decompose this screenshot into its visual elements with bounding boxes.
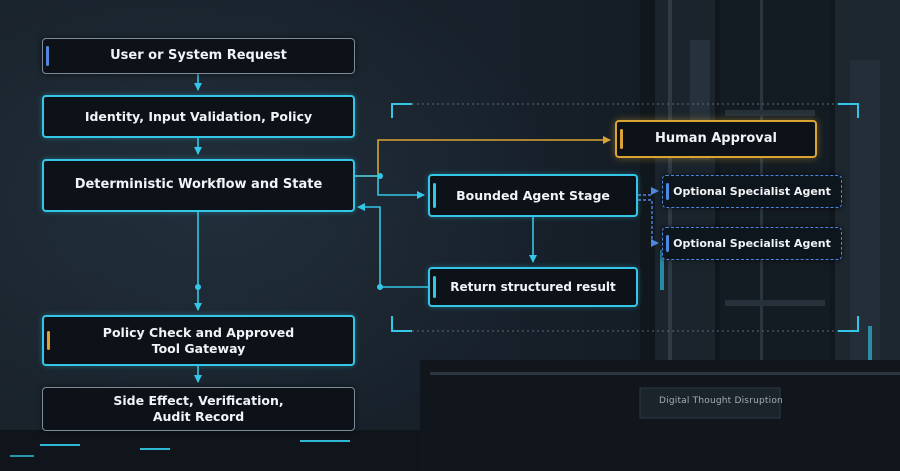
node-specialist-2-label: Optional Specialist Agent: [673, 236, 831, 250]
node-bounded-agent-stage-label: Bounded Agent Stage: [456, 187, 610, 203]
node-human-approval-label: Human Approval: [655, 130, 777, 146]
node-human-approval: Human Approval: [615, 120, 817, 158]
node-return-structured-result: Return structured result: [428, 267, 638, 307]
node-accent-tick: [666, 183, 669, 200]
node-user-request: User or System Request: [42, 38, 355, 74]
node-return-structured-result-label: Return structured result: [450, 279, 616, 294]
watermark-text: Digital Thought Disruption: [659, 396, 783, 406]
node-deterministic-workflow-label: Deterministic Workflow and State: [74, 177, 323, 193]
node-accent-tick: [46, 46, 49, 66]
node-policy-check-gateway: Policy Check and Approved Tool Gateway: [42, 315, 355, 366]
node-accent-tick: [433, 276, 436, 298]
node-specialist-1-label: Optional Specialist Agent: [673, 184, 831, 198]
node-identity-validation-label: Identity, Input Validation, Policy: [84, 108, 313, 124]
node-policy-check-line2: Tool Gateway: [151, 340, 246, 356]
node-optional-specialist-agent-2: Optional Specialist Agent: [662, 227, 842, 260]
node-side-effect-line2: Audit Record: [152, 409, 245, 424]
node-side-effect-audit: Side Effect, Verification, Audit Record: [42, 387, 355, 431]
node-accent-tick: [620, 129, 623, 149]
node-optional-specialist-agent-1: Optional Specialist Agent: [662, 175, 842, 208]
agent-zone-frame: [391, 103, 859, 332]
node-deterministic-workflow: Deterministic Workflow and State: [42, 159, 355, 212]
node-accent-tick: [433, 183, 436, 208]
node-side-effect-line1: Side Effect, Verification,: [113, 393, 284, 409]
node-user-request-label: User or System Request: [110, 47, 287, 63]
node-bounded-agent-stage: Bounded Agent Stage: [428, 174, 638, 217]
node-accent-tick: [47, 331, 50, 350]
node-accent-tick: [666, 235, 669, 252]
node-identity-validation: Identity, Input Validation, Policy: [42, 95, 355, 138]
node-policy-check-line1: Policy Check and Approved: [102, 324, 295, 340]
